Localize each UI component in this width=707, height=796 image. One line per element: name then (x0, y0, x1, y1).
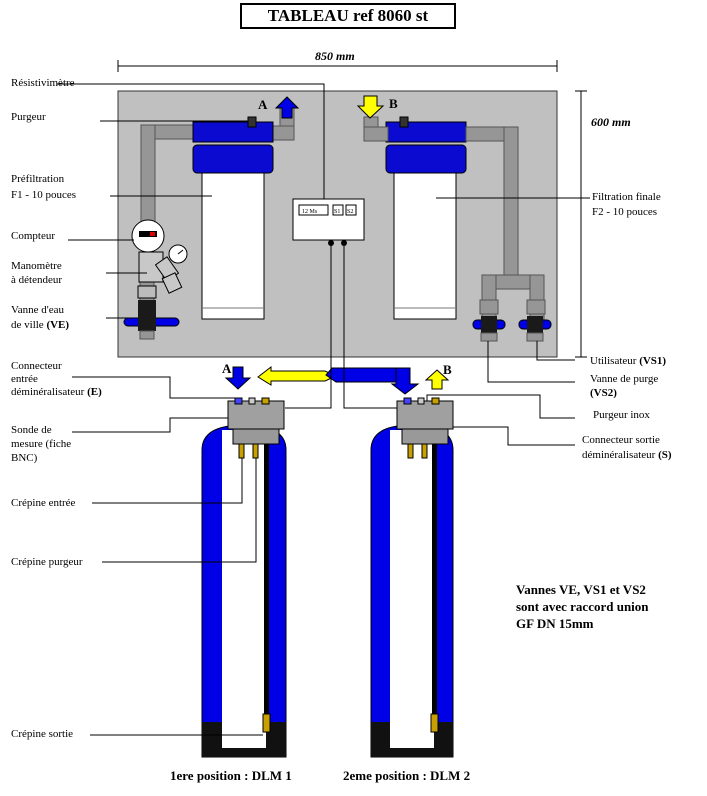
label-utilisateur-text: Utilisateur (590, 355, 637, 367)
leader-lines-right (426, 197, 590, 446)
label-filtration-finale-line1: Filtration finale (592, 191, 661, 203)
label-vanne-purge-tag: (VS2) (590, 387, 617, 399)
arrow-yellow-left (257, 365, 338, 386)
port-a-top: A (258, 97, 268, 112)
height-label: 600 mm (591, 115, 631, 129)
valve-ve[interactable] (123, 313, 180, 340)
label-connecteur-sortie-text: déminéralisateur (582, 449, 656, 461)
label-utilisateur-tag: (VS1) (639, 355, 667, 367)
label-prefiltration: Préfiltration F1 - 10 pouces (11, 173, 76, 202)
leader-lines-left (57, 83, 325, 736)
sensor-cable-2 (343, 243, 397, 409)
arrow-a-down (224, 366, 252, 390)
port-b-bottom: B (443, 362, 452, 377)
diagram-title: TABLEAU ref 8060 st (240, 3, 456, 29)
arrow-a-up (274, 96, 300, 119)
label-prefiltration-line2: F1 - 10 pouces (11, 189, 77, 201)
label-filtration-finale-line2: F2 - 10 pouces (592, 206, 658, 218)
label-manometre: Manomètre à détendeur (11, 260, 62, 287)
final-filter-f2 (385, 116, 467, 320)
label-vanne-purge-line2: (VS2) (590, 387, 658, 400)
label-connecteur-sortie-tag: (S) (658, 449, 672, 461)
position-1-caption: 1ere position : DLM 1 (170, 768, 292, 783)
label-crepine-entree: Crépine entrée (11, 497, 76, 509)
display-reading: 12 Ms (302, 209, 318, 215)
width-dimension (117, 60, 558, 72)
width-label: 850 mm (315, 49, 355, 63)
display-s1: S1 (334, 209, 340, 215)
resistivimeter (292, 198, 365, 246)
label-connecteur-entree-tag: (E) (87, 386, 102, 398)
label-connecteur-entree-line1: Connecteur (11, 360, 62, 372)
label-manometre-line1: Manomètre (11, 260, 62, 272)
label-sonde-line3: BNC) (11, 452, 38, 464)
prefilter-f1 (192, 116, 274, 320)
label-vanne-purge: Vanne de purge (VS2) (590, 373, 658, 400)
tank-dlm1 (201, 397, 287, 758)
valves-note-line2: sont avec raccord union (516, 599, 649, 614)
valves-note: Vannes VE, VS1 et VS2 sont avec raccord … (516, 581, 649, 632)
position-2-caption: 2eme position : DLM 2 (343, 768, 471, 783)
label-vanne-purge-line1: Vanne de purge (590, 373, 659, 385)
valves-note-line1: Vannes VE, VS1 et VS2 (516, 582, 646, 597)
label-sonde-line1: Sonde de (11, 424, 52, 436)
label-connecteur-sortie-line2: déminéralisateur (S) (582, 449, 672, 462)
sensor-cable-1 (285, 243, 332, 409)
counter (131, 219, 165, 253)
label-utilisateur: Utilisateur (VS1) (590, 355, 666, 368)
valve-vs1[interactable] (518, 316, 552, 342)
port-a-bottom: A (222, 361, 232, 376)
arrow-b-down (356, 95, 385, 119)
label-vanne-ville-line2: de ville (VE) (11, 319, 69, 332)
label-manometre-line2: à détendeur (11, 274, 62, 286)
display-s2: S2 (347, 209, 353, 215)
port-b-top: B (389, 96, 398, 111)
label-connecteur-entree-line2: entrée (11, 373, 38, 385)
valve-vs2[interactable] (472, 316, 506, 342)
label-connecteur-entree-text: déminéralisateur (11, 386, 85, 398)
label-purgeur: Purgeur (11, 111, 46, 123)
label-vanne-ville-text: de ville (11, 319, 44, 331)
arrow-blue-down (390, 367, 420, 395)
label-connecteur-entree: Connecteur entrée déminéralisateur (E) (11, 360, 102, 399)
valves-note-line3: GF DN 15mm (516, 616, 594, 631)
label-connecteur-sortie-line1: Connecteur sortie (582, 434, 660, 446)
label-vanne-ville: Vanne d'eau de ville (VE) (11, 304, 69, 332)
label-resistivimetre: Résistivimètre (11, 77, 75, 89)
label-sonde: Sonde de mesure (fiche BNC) (11, 424, 71, 465)
label-connecteur-sortie: Connecteur sortie déminéralisateur (S) (582, 434, 672, 462)
label-vanne-ville-line1: Vanne d'eau (11, 304, 64, 316)
label-compteur: Compteur (11, 230, 55, 242)
label-connecteur-entree-line3: déminéralisateur (E) (11, 386, 102, 399)
label-crepine-purgeur: Crépine purgeur (11, 556, 83, 568)
label-prefiltration-line1: Préfiltration (11, 173, 65, 185)
label-vanne-ville-tag: (VE) (46, 319, 70, 331)
tank-dlm2 (370, 397, 454, 758)
label-crepine-sortie: Crépine sortie (11, 728, 74, 740)
arrow-blue-right (325, 367, 404, 383)
label-sonde-line2: mesure (fiche (11, 438, 72, 450)
label-purgeur-inox: Purgeur inox (593, 409, 650, 421)
height-dimension (575, 90, 587, 358)
arrow-b-up (424, 369, 450, 390)
label-filtration-finale: Filtration finale F2 - 10 pouces (592, 191, 661, 219)
manometer (137, 244, 188, 316)
